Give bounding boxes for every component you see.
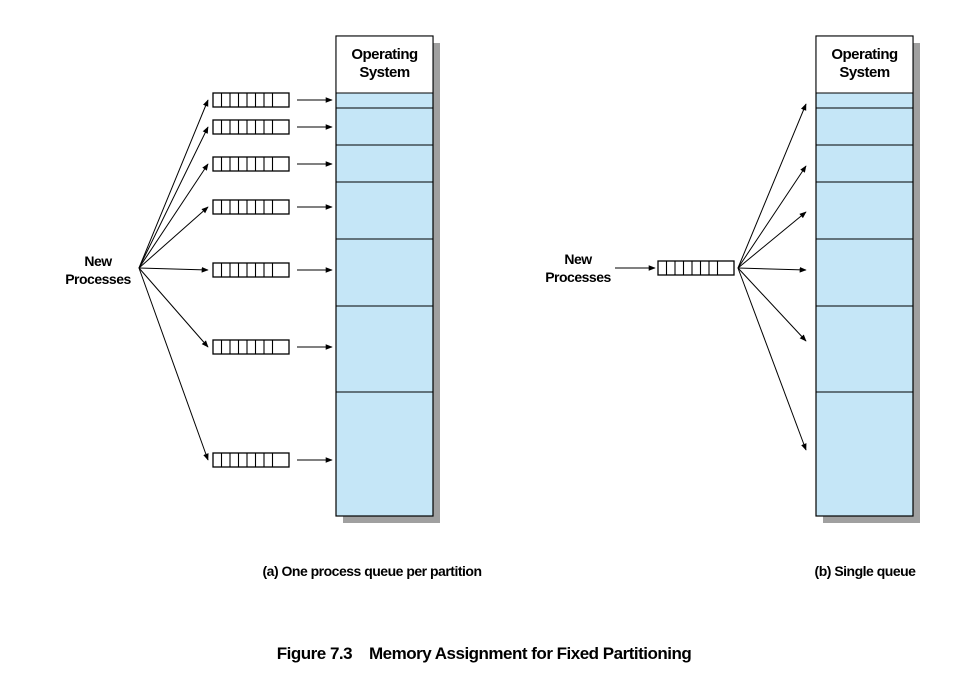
left-partition-lines	[336, 92, 433, 393]
right-fan-arrow-6	[737, 267, 807, 451]
left-fan-arrow-4	[138, 206, 209, 269]
right-memory-column: Operating System	[815, 35, 920, 523]
left-queue-2	[212, 119, 290, 135]
right-os-region	[816, 36, 913, 93]
left-queue-7	[212, 452, 290, 468]
left-queue-6	[212, 339, 290, 355]
left-queue-5	[212, 262, 290, 278]
left-new-label-line2: Processes	[65, 271, 131, 287]
left-new-label-line1: New	[84, 253, 112, 269]
right-single-queue	[657, 260, 735, 276]
right-fan-arrows	[737, 103, 807, 451]
left-queue-3	[212, 156, 290, 172]
left-fan-arrows	[138, 99, 209, 461]
right-partition-lines	[816, 92, 913, 393]
left-queue-4	[212, 199, 290, 215]
right-caption: (b) Single queue	[815, 563, 917, 579]
right-new-processes-label: New Processes	[545, 251, 612, 285]
left-queue-1	[212, 92, 290, 108]
left-process-queues	[212, 92, 333, 468]
right-fan-arrow-4	[737, 267, 807, 273]
right-new-label-line2: Processes	[545, 269, 611, 285]
left-new-processes-label: New Processes	[65, 253, 132, 287]
figure-title: Figure 7.3 Memory Assignment for Fixed P…	[277, 644, 692, 663]
left-fan-arrow-6	[138, 267, 209, 348]
right-fan-arrow-5	[737, 267, 807, 342]
right-os-label-line2: System	[839, 64, 890, 81]
left-fan-arrow-7	[138, 267, 209, 461]
left-os-label-line2: System	[359, 64, 410, 81]
right-fan-arrow-2	[737, 165, 807, 269]
left-memory-column: Operating System	[335, 35, 440, 523]
right-memory-frame	[815, 35, 914, 517]
right-fan-arrow-3	[737, 211, 807, 269]
left-os-region	[336, 36, 433, 93]
left-caption: (a) One process queue per partition	[263, 563, 482, 579]
left-fan-arrow-1	[138, 99, 209, 269]
left-fan-arrow-3	[138, 163, 209, 269]
left-os-label-line1: Operating	[351, 46, 418, 63]
right-os-label-line1: Operating	[831, 46, 898, 63]
left-fan-arrow-2	[138, 126, 209, 269]
right-new-label-line1: New	[564, 251, 592, 267]
right-queue	[657, 260, 735, 276]
left-fan-arrow-5	[138, 267, 209, 273]
right-fan-arrow-1	[737, 103, 807, 269]
left-memory-frame	[335, 35, 434, 517]
